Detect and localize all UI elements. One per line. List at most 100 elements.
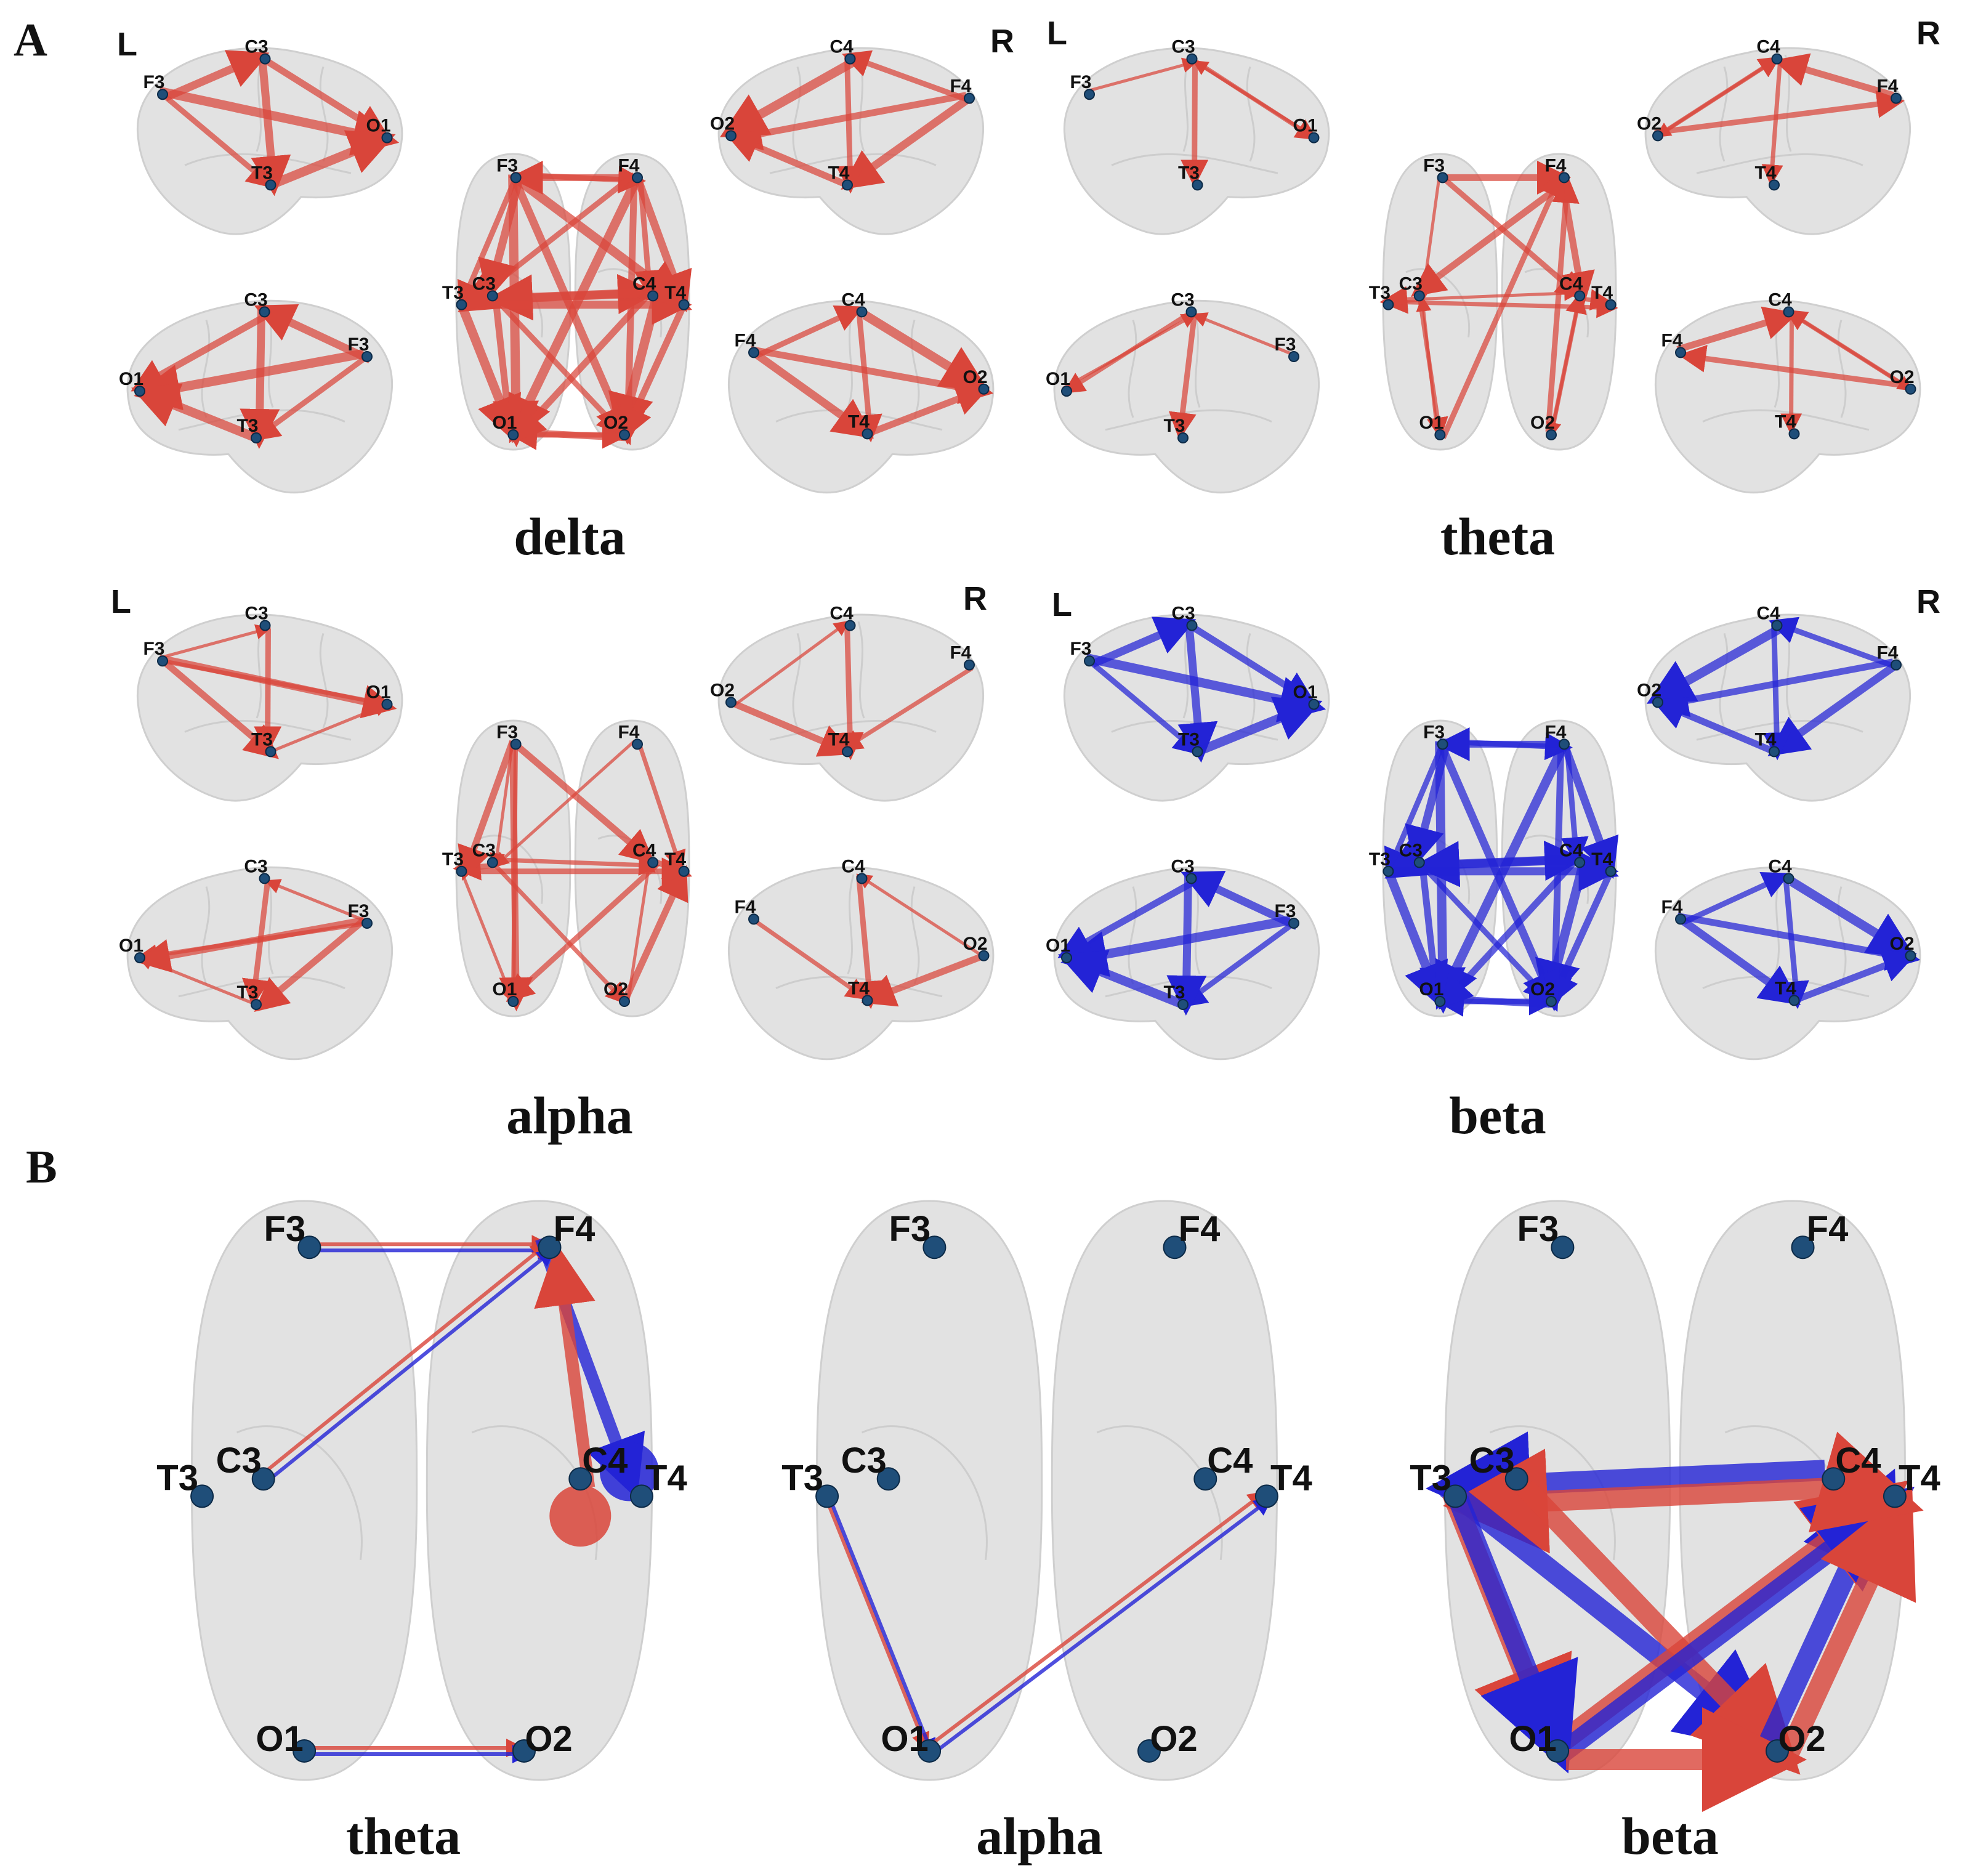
electrode-T4	[1254, 1484, 1278, 1508]
electrode-label-C3: C3	[1171, 289, 1194, 310]
electrode-label-C4: C4	[1207, 1441, 1253, 1481]
edge-C3-O1	[266, 59, 390, 139]
electrode-label-F3: F3	[1517, 1209, 1559, 1249]
edge-F4-T4	[1678, 916, 1801, 1005]
electrode-F4	[748, 347, 759, 358]
edge-C3-O2	[493, 297, 626, 436]
electrode-label-F3: F3	[889, 1209, 931, 1249]
electrode-T3	[265, 746, 277, 758]
electrode-C3	[486, 290, 498, 302]
edge-O2-C4	[733, 620, 850, 707]
electrode-C4	[647, 290, 659, 302]
electrode-T3	[1383, 299, 1394, 310]
edge-F3-C3	[1191, 312, 1291, 355]
electrode-C4	[844, 620, 856, 631]
electrode-label-C4: C4	[830, 37, 854, 57]
electrode-label-T3: T3	[1178, 163, 1200, 183]
electrode-T3	[265, 179, 277, 191]
electrode-label-C3: C3	[244, 856, 267, 876]
electrode-label-O1: O1	[1509, 1719, 1556, 1759]
electrode-O1	[293, 1739, 317, 1763]
edge-O2-C4	[1549, 291, 1587, 435]
electrode-T3	[815, 1484, 839, 1508]
electrode-label-T3: T3	[236, 416, 258, 436]
edge-T3-O1	[1384, 870, 1448, 1010]
electrode-label-F4: F4	[1876, 643, 1898, 663]
electrode-T4	[1788, 428, 1800, 440]
edge-F4-C4	[1773, 53, 1894, 99]
electrode-label-O1: O1	[256, 1719, 303, 1759]
electrode-O2	[1546, 429, 1557, 440]
edge-O2-C4	[626, 856, 656, 1005]
electrode-C3	[251, 1467, 275, 1491]
electrode-label-T3: T3	[1163, 982, 1185, 1003]
electrode-F3	[1084, 655, 1095, 667]
electrode-label-C4: C4	[1756, 37, 1780, 57]
electrode-label-O2: O2	[1530, 979, 1555, 1000]
comparison-title-beta: beta	[1621, 1806, 1719, 1866]
electrode-T3	[1443, 1484, 1467, 1508]
edge-F4-T3	[460, 172, 636, 312]
electrode-O2	[619, 996, 630, 1007]
electrode-O2	[1766, 1739, 1789, 1763]
electrode-label-O2: O2	[1530, 413, 1555, 433]
electrode-label-T4: T4	[664, 849, 686, 870]
edge-T3-O1	[131, 383, 258, 442]
edge-C4-T4	[1761, 62, 1783, 187]
edge-C4-C3	[1413, 841, 1577, 887]
electrode-label-T4: T4	[1775, 411, 1796, 432]
electrode-label-T3: T3	[251, 729, 273, 750]
electrode-label-F4: F4	[554, 1209, 595, 1249]
electrode-F4	[632, 172, 643, 184]
edge-O2-C4	[1657, 56, 1781, 138]
edge-F3-O1	[158, 654, 397, 719]
electrode-T4	[1605, 299, 1617, 310]
edge-O1-C3	[1062, 313, 1197, 390]
electrode-label-C3: C3	[1399, 840, 1423, 860]
electrode-C4	[568, 1467, 592, 1491]
edge-C4-T4	[854, 308, 882, 443]
electrode-O2	[725, 130, 737, 142]
edge-T4-O2	[1547, 870, 1614, 1008]
electrode-label-T4: T4	[1899, 1458, 1940, 1498]
electrode-T4	[678, 865, 690, 877]
electrode-C4	[1771, 620, 1783, 631]
electrode-label-F3: F3	[347, 901, 369, 921]
edge-F4-C4	[1676, 306, 1799, 353]
electrode-label-O2: O2	[710, 680, 735, 700]
edge-O2-F4	[1678, 344, 1908, 389]
electrode-C4	[1783, 873, 1794, 884]
electrode-label-C3: C3	[1399, 273, 1423, 294]
electrode-T4	[1788, 995, 1800, 1006]
edge-C4-O1	[1438, 857, 1580, 1010]
electrode-label-F3: F3	[1070, 639, 1091, 659]
electrode-T3	[251, 432, 262, 443]
electrode-C3	[1186, 620, 1198, 631]
electrode-F3	[1437, 172, 1448, 184]
edge-C3-O1	[1057, 878, 1197, 958]
electrode-T4	[842, 179, 853, 191]
electrode-label-F3: F3	[347, 334, 369, 355]
electrode-label-O2: O2	[1637, 113, 1661, 134]
edge-C4-T4	[1762, 622, 1791, 761]
electrode-T4	[1769, 179, 1780, 191]
comparison-edge-O1-T4	[925, 1490, 1267, 1750]
electrode-label-T4: T4	[645, 1458, 687, 1498]
electrode-F3	[1551, 1235, 1575, 1259]
electrode-label-C4: C4	[1768, 289, 1792, 310]
electrode-T4	[842, 746, 853, 758]
electrode-O1	[1546, 1739, 1570, 1763]
electrode-O1	[507, 429, 519, 440]
electrode-O1	[134, 386, 145, 397]
electrode-F3	[510, 738, 522, 750]
edge-C4-C3	[486, 274, 650, 321]
electrode-label-F3: F3	[264, 1209, 306, 1249]
electrode-label-C3: C3	[1171, 37, 1195, 57]
electrode-C4	[1193, 1467, 1217, 1491]
